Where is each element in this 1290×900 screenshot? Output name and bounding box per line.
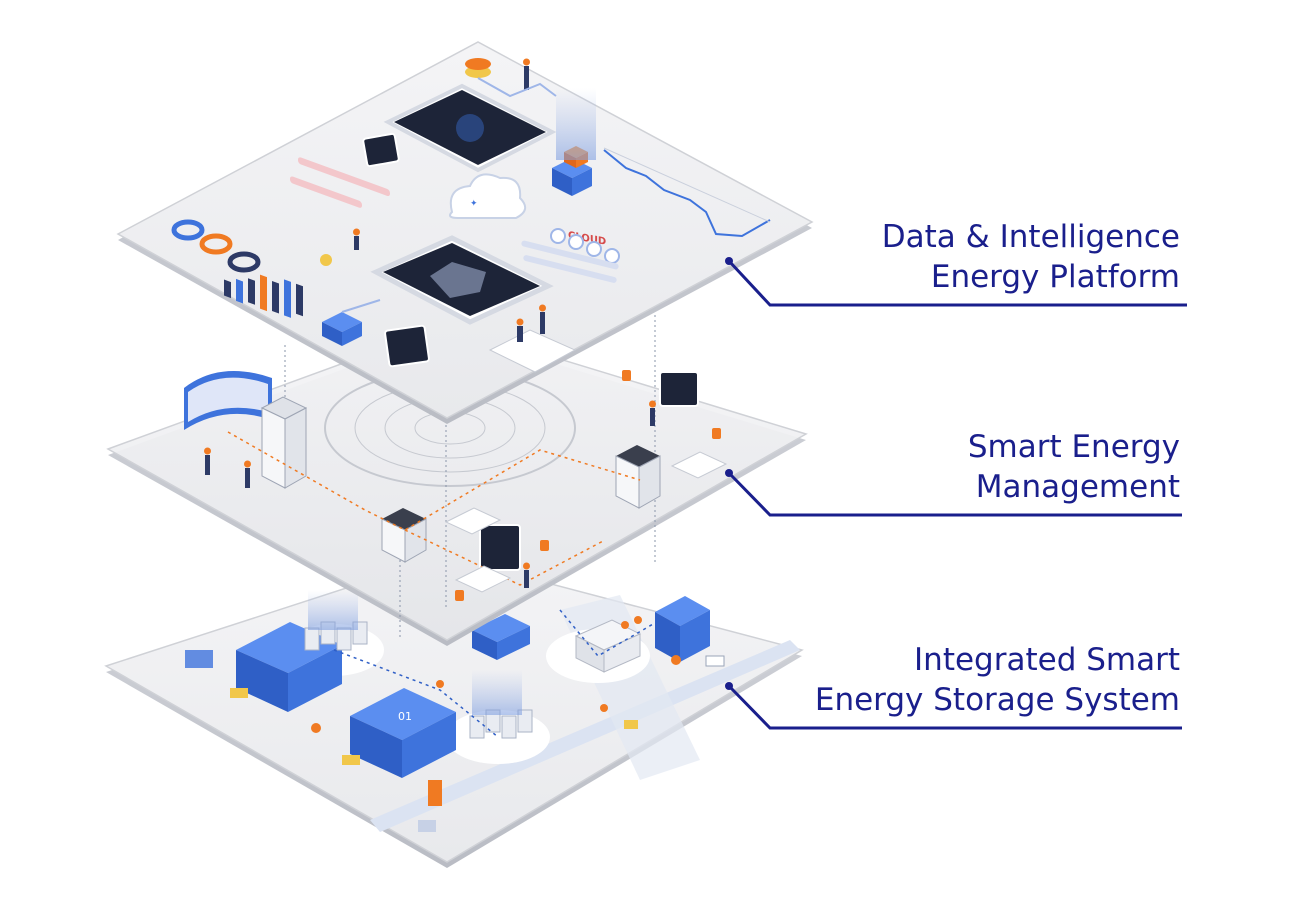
layer-label-line: Smart Energy <box>967 429 1180 465</box>
line-chart-decoration <box>603 147 771 238</box>
layer-label-line: Energy Platform <box>930 259 1180 295</box>
layer-label-platform: Data & Intelligence Energy Platform <box>882 217 1180 297</box>
power-cabinet <box>260 396 308 489</box>
tablet-screen <box>384 324 430 368</box>
curved-dashboard <box>184 370 272 430</box>
leader-line-platform <box>727 259 1187 307</box>
building-number: 01 <box>398 710 412 723</box>
power-link <box>333 649 499 738</box>
data-beam <box>308 590 358 630</box>
layer-label-line: Data & Intelligence <box>881 219 1180 255</box>
plate-energy-management <box>106 315 808 646</box>
plate-intelligence-platform: ✦ CLOUD <box>116 41 814 424</box>
office-building <box>472 614 530 660</box>
presenter-platform <box>488 304 577 373</box>
lightbulb-icon <box>320 254 332 266</box>
plate-storage-system: 01 <box>104 555 804 868</box>
control-flow <box>404 529 606 586</box>
data-beam <box>472 670 522 715</box>
data-cubes <box>322 146 592 346</box>
data-beam <box>556 88 596 160</box>
cloud-icon: ✦ <box>449 173 527 219</box>
cylinder-stack-icon <box>465 58 491 78</box>
power-cabinet <box>381 508 427 563</box>
leader-line-management <box>727 471 1182 517</box>
map-screen <box>370 235 554 325</box>
svg-text:✦: ✦ <box>470 199 478 209</box>
layer-label-management: Smart Energy Management <box>968 427 1180 507</box>
road <box>370 640 800 832</box>
progress-bars <box>290 157 390 208</box>
office-building <box>655 596 710 662</box>
power-link <box>559 609 661 657</box>
leader-dots <box>725 257 733 690</box>
layer-label-storage: Integrated Smart Energy Storage System <box>815 640 1180 720</box>
device-pedestal <box>444 451 728 593</box>
person-icons <box>353 58 530 250</box>
tablet-screen <box>362 132 400 168</box>
layer-label-line: Energy Storage System <box>814 682 1180 718</box>
leader-lines <box>727 259 1187 730</box>
parking-icon <box>185 650 213 668</box>
leader-line-storage <box>727 684 1182 730</box>
person-icons <box>204 400 656 588</box>
power-cabinet <box>615 445 661 509</box>
energy-drop-icons <box>311 616 681 733</box>
bar-chart-decoration <box>224 274 303 318</box>
dashboard-screen-large <box>383 83 557 173</box>
layer-label-line: Integrated Smart <box>914 642 1180 678</box>
lock-icons <box>455 370 721 601</box>
list-bars <box>521 240 619 283</box>
control-flow <box>227 431 641 531</box>
vehicle-icons <box>230 655 725 832</box>
monitor-screen <box>659 371 699 407</box>
donut-charts <box>171 219 261 273</box>
sign-icon <box>428 780 442 806</box>
kpi-circles <box>550 228 620 264</box>
monitor-screen <box>479 524 521 571</box>
warehouse-building-01: 01 <box>350 688 456 778</box>
layer-label-line: Management <box>975 469 1180 505</box>
data-links <box>341 77 557 313</box>
